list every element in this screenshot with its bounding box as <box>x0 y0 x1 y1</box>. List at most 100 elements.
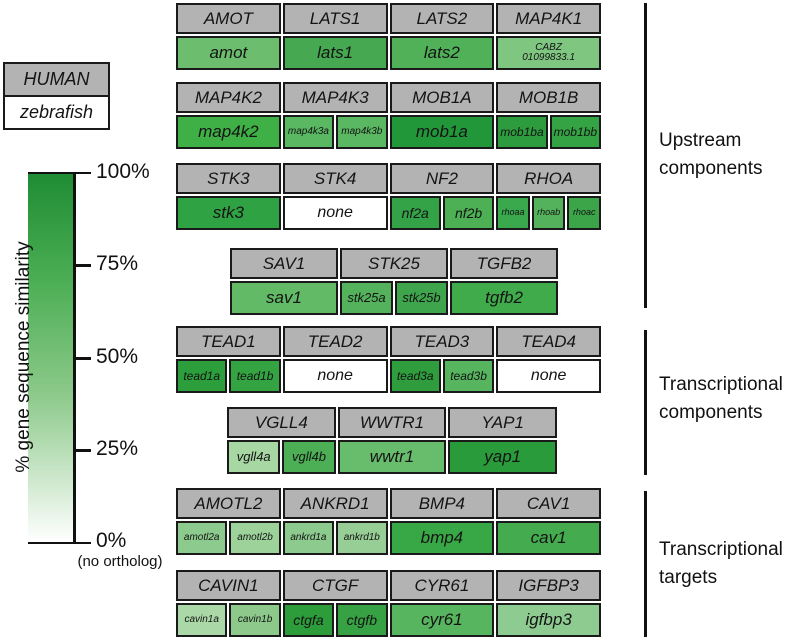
colorbar-label-25: 25% <box>96 437 139 460</box>
zebrafish-gene-amotl2b: amotl2b <box>229 521 281 555</box>
zebrafish-gene-vgll4a: vgll4a <box>227 440 281 474</box>
human-gene-SAV1: SAV1 <box>230 248 338 279</box>
zebrafish-gene-mob1a: mob1a <box>389 115 495 149</box>
zebrafish-cells-BMP4: bmp4 <box>389 521 495 555</box>
human-gene-MAP4K3: MAP4K3 <box>282 82 388 113</box>
zebrafish-gene-rhoab: rhoab <box>531 196 566 230</box>
zebrafish-cells-STK3: stk3 <box>176 196 281 230</box>
zebrafish-gene-cav1: cav1 <box>496 521 601 555</box>
zebrafish-cells-MOB1A: mob1a <box>389 115 495 149</box>
species-legend: HUMAN zebrafish <box>3 62 110 130</box>
human-gene-ANKRD1: ANKRD1 <box>282 488 388 519</box>
human-gene-AMOTL2: AMOTL2 <box>176 488 281 519</box>
human-gene-TEAD4: TEAD4 <box>496 326 601 357</box>
zebrafish-gene-map4k3b: map4k3b <box>336 115 388 149</box>
group-label-transcriptional-targets: Transcriptional targets <box>659 539 783 588</box>
zebrafish-gene-amotl2a: amotl2a <box>176 521 228 555</box>
zebrafish-cells-MAP4K1: CABZ 01099833.1 <box>496 36 601 70</box>
human-gene-LATS2: LATS2 <box>389 3 495 34</box>
zebrafish-cells-TEAD4: none <box>496 359 601 393</box>
colorbar-label-0: 0% <box>96 529 127 552</box>
zebrafish-cells-TEAD2: none <box>282 359 388 393</box>
zebrafish-gene-lats1: lats1 <box>282 36 388 70</box>
zebrafish-gene-amot: amot <box>176 36 281 70</box>
zebrafish-gene-none: none <box>496 359 601 393</box>
zebrafish-gene-ankrd1a: ankrd1a <box>282 521 335 555</box>
zebrafish-gene-ctgfb: ctgfb <box>336 603 388 637</box>
zebrafish-gene-tead3a: tead3a <box>389 359 441 393</box>
group-label-transcriptional-components: Transcriptional components <box>659 374 783 423</box>
zebrafish-cells-CAV1: cav1 <box>496 521 601 555</box>
zebrafish-cells-CYR61: cyr61 <box>389 603 495 637</box>
zebrafish-gene-vgll4b: vgll4b <box>282 440 336 474</box>
colorbar-gradient <box>28 173 73 542</box>
zebrafish-cells-MAP4K2: map4k2 <box>176 115 281 149</box>
human-gene-LATS1: LATS1 <box>282 3 388 34</box>
zebrafish-gene-ctgfa: ctgfa <box>282 603 335 637</box>
zebrafish-gene-ankrd1b: ankrd1b <box>336 521 388 555</box>
human-gene-CAVIN1: CAVIN1 <box>176 570 281 601</box>
human-gene-STK4: STK4 <box>282 163 388 194</box>
zebrafish-gene-CABZ: CABZ 01099833.1 <box>496 36 601 70</box>
colorbar-tick-bottom <box>28 541 91 544</box>
zebrafish-gene-bmp4: bmp4 <box>389 521 495 555</box>
zebrafish-species-label: zebrafish <box>5 97 108 128</box>
zebrafish-gene-none: none <box>282 196 388 230</box>
zebrafish-gene-nf2a: nf2a <box>389 196 441 230</box>
zebrafish-cells-TGFB2: tgfb2 <box>450 281 558 315</box>
zebrafish-gene-tgfb2: tgfb2 <box>450 281 558 315</box>
zebrafish-gene-igfbp3: igfbp3 <box>496 603 601 637</box>
human-gene-TEAD1: TEAD1 <box>176 326 281 357</box>
human-gene-CYR61: CYR61 <box>389 570 495 601</box>
bracket-transcriptional-components <box>644 330 647 475</box>
human-gene-NF2: NF2 <box>389 163 495 194</box>
human-gene-TEAD2: TEAD2 <box>282 326 388 357</box>
group-label-upstream: Upstream components <box>659 130 763 179</box>
human-gene-WWTR1: WWTR1 <box>337 407 447 438</box>
colorbar-label-50: 50% <box>96 345 139 368</box>
zebrafish-gene-map4k3a: map4k3a <box>282 115 335 149</box>
zebrafish-gene-cyr61: cyr61 <box>389 603 495 637</box>
human-gene-YAP1: YAP1 <box>448 407 558 438</box>
zebrafish-gene-map4k2: map4k2 <box>176 115 281 149</box>
zebrafish-gene-cavin1b: cavin1b <box>229 603 281 637</box>
colorbar-tick-50 <box>73 357 91 360</box>
colorbar-tick-top <box>28 171 91 174</box>
